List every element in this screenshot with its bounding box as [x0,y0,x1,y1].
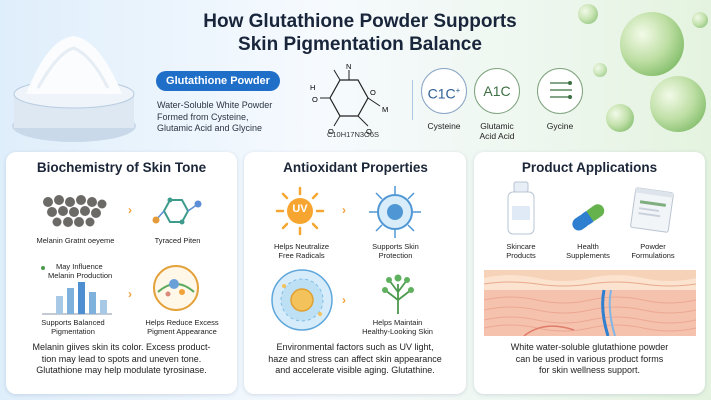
antioxidant-body: Environmental factors such as UV light, … [246,342,464,377]
arrow-right-icon: › [128,287,132,301]
arrow-right-icon: › [128,203,132,217]
neutralize-line-1: Helps Neutralize [273,242,330,251]
glutathione-badge: Glutathione Powder [156,71,280,91]
supplements-line-1: Health [577,242,599,251]
glutamic-acid-symbol: A1C [483,83,511,99]
healthy-skin-label: Helps Maintain Healthy-Looking Skin [350,318,445,336]
powder-jar-icon [8,28,143,148]
skin-protection-label: Supports Skin Protection [348,242,443,260]
chart-caption-line-1: May Influence [56,262,103,271]
atom-o-label-2: O [370,88,376,97]
antioxidant-panel [244,152,466,394]
shield-cell-icon [367,184,423,240]
atom-o-label-3: O [328,127,334,136]
biochemistry-body-line-3: Glutathione may help modulate tyrosinase… [36,365,207,375]
applications-body-line-1: White water-soluble glutathione powder [510,342,669,352]
molecule-icon: H N O O O O M [298,60,408,140]
neutralize-label: Helps Neutralize Free Radicals [254,242,349,260]
melanin-granules-icon [40,192,110,230]
uv-label: UV [292,203,308,215]
skincare-line-2: Products [506,251,536,260]
cysteine-symbol: C1C [427,85,456,102]
atom-o-label-1: O [312,95,318,104]
biochemistry-body: Melanin giives skin its color. Excess pr… [8,342,235,377]
glutathione-description: Water-Soluble White Powder Formed from C… [157,100,307,135]
powder-formulations-label: Powder Formulations [617,242,689,260]
glycine-label: Gycine [520,121,600,131]
bar-chart-icon [40,264,115,316]
biochemistry-panel [6,152,237,394]
cysteine-label-1: Cysteine [427,121,461,131]
page-title: How Glutathione Powder Supports Skin Pig… [170,10,550,56]
capsule-icon [566,200,610,234]
healthy-skin-line-2: Healthy-Looking Skin [362,327,433,336]
uv-sun-icon [275,186,325,236]
balanced-pigmentation-line-2: Pigmentation [51,327,95,336]
skincare-label: Skincare Products [486,242,556,260]
desc-line-3: Glutamic Acid and Glycine [157,123,263,133]
atom-m-label: M [382,105,388,114]
glutamic-acid-label: Glutamic Acid Acid [457,121,537,141]
header-divider [412,80,413,120]
atom-o-label-4: O [366,127,372,136]
molecular-formula: C10H17N3O6S [326,130,380,139]
arrow-right-icon: › [342,203,346,217]
biochemistry-body-line-1: Melanin giives skin its color. Excess pr… [32,342,211,352]
glutamic-acid-label-1: Glutamic [480,121,514,131]
skin-protection-line-1: Supports Skin [372,242,419,251]
tyrosinase-label: Tyraced Piten [154,236,201,245]
desc-line-1: Water-Soluble White Powder [157,100,273,110]
atom-h-label: H [310,83,315,92]
neutralize-line-2: Free Radicals [278,251,325,260]
chart-caption: May Influence Melanin Production [34,262,129,280]
biochemistry-title: Biochemistry of Skin Tone [36,160,207,175]
biochemistry-body-line-2: tion may lead to spots and uneven tone. [41,353,202,364]
antioxidant-body-line-2: haze and stress can affect skin appearan… [268,353,442,364]
supplements-label: Health Supplements [553,242,623,260]
glutamic-acid-label-2: Acid Acid [479,131,515,141]
balanced-pigmentation-line-1: Supports Balanced [41,318,105,327]
antioxidant-body-line-1: Environmental factors such as UV light, [276,342,434,352]
title-line-2: Skin Pigmentation Balance [238,34,482,55]
powder-formulations-line-1: Powder [640,242,666,251]
glycine-icon [537,68,583,114]
cell-icon [270,268,334,332]
bottle-icon [503,180,539,236]
chart-caption-line-2: Melanin Production [48,271,113,280]
cysteine-label: Cysteine [404,121,484,131]
skin-protection-line-2: Protection [378,251,413,260]
reduce-pigment-label: Helps Reduce Excess Pigment Appearance [132,318,232,336]
reduce-pigment-line-1: Helps Reduce Excess [145,318,219,327]
desc-line-2: Formed from Cysteine, [157,111,249,122]
applications-body-line-3: for skin wellness support. [538,365,641,375]
skin-layers-icon [484,270,696,336]
title-line-1: How Glutathione Powder Supports [203,11,517,32]
applications-body-line-2: can be used in various product forms [515,353,664,364]
melanin-label: Melanin Gratnt oeyeme [36,236,115,245]
tree-icon [375,270,421,316]
balanced-pigmentation-label: Supports Balanced Pigmentation [8,318,138,336]
antioxidant-body-line-3: and accelerate visible aging. Glutathine… [275,365,435,375]
atom-n-label: N [346,62,351,71]
cysteine-sup: + [455,86,461,95]
supplements-line-2: Supplements [566,251,610,260]
water-bubble-icon [560,0,711,150]
antioxidant-title: Antioxidant Properties [283,160,428,175]
cysteine-icon: C1C+ [421,68,467,114]
arrow-right-icon: › [342,293,346,307]
skincare-line-1: Skincare [506,242,536,251]
powder-formulations-line-2: Formulations [631,251,675,260]
sachet-icon [627,186,677,234]
skin-cell-icon [150,262,202,314]
glutamic-acid-icon: A1C [474,68,520,114]
hexagon-network-icon [152,190,202,232]
healthy-skin-line-1: Helps Maintain [372,318,423,327]
applications-title: Product Applications [521,160,658,175]
reduce-pigment-line-2: Pigment Appearance [147,327,217,336]
applications-body: White water-soluble glutathione powder c… [476,342,703,377]
glycine-label-1: Gycine [546,121,574,131]
